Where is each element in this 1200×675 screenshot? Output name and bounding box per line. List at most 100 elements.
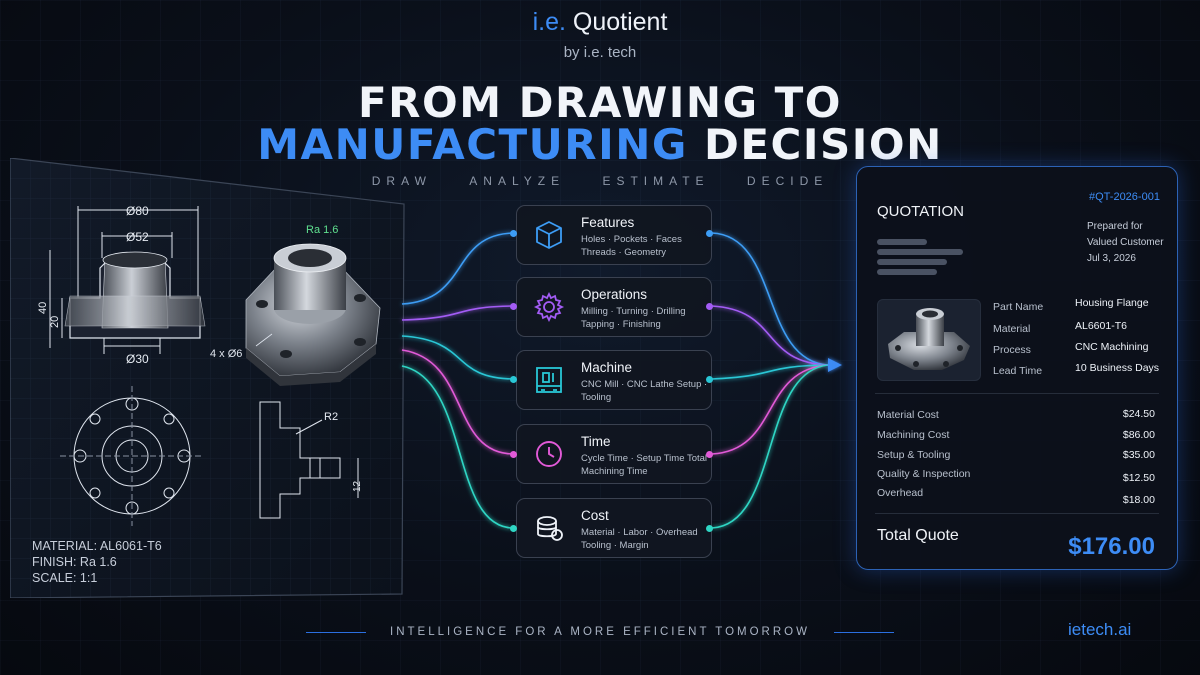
machine-icon [536,367,562,393]
note-finish: FINISH: Ra 1.6 [32,555,117,569]
placeholder-bar [877,269,937,275]
node-dot [510,376,517,383]
placeholder-bar [877,259,947,265]
node-machine-desc: CNC Mill · CNC Lathe Setup · Tooling [581,379,708,403]
step-draw: DRAW [371,174,432,188]
dim-bore: Ø30 [126,352,149,366]
flange-render [245,243,381,386]
cost-label: Overhead [877,487,924,499]
arrow-head-icon [828,358,842,372]
node-dot [706,451,713,458]
node-machine-title: Machine [581,360,633,375]
node-dot [510,303,517,310]
node-time: Time Cycle Time · Setup Time Total Machi… [516,424,712,484]
gear-icon [533,291,565,323]
divider [875,393,1159,394]
website-link[interactable]: ietech.ai [1068,620,1132,639]
surface-finish-label: Ra 1.6 [306,224,339,236]
detail-label: Lead Time [993,365,1043,377]
step-estimate: ESTIMATE [602,174,710,188]
quote-date: Jul 3, 2026 [1087,253,1136,264]
quotation-prepared-for: Prepared for Valued Customer Jul 3, 2026 [1087,219,1164,267]
node-dot [706,230,713,237]
drawing-notes: MATERIAL: AL6061-T6 FINISH: Ra 1.6 SCALE… [32,538,162,586]
detail-value: Housing Flange [1075,297,1149,309]
step-decide: DECIDE [746,174,829,188]
cost-label: Setup & Tooling [877,449,951,461]
node-dot [510,451,517,458]
brand-logo: i.e. Quotient [0,8,1200,37]
node-cost-title: Cost [581,508,609,523]
dim-boss: Ø52 [126,230,149,244]
node-dot [706,525,713,532]
step-analyze: ANALYZE [469,174,566,188]
node-dot [706,303,713,310]
dim-flange: 20 [49,316,61,328]
node-dot [510,525,517,532]
headline-line2: MANUFACTURING DECISION [0,120,1200,169]
holes-callout: 4 x Ø6 [210,348,243,360]
quotation-title: QUOTATION [877,203,964,220]
technical-drawing-panel: Ø80 Ø52 Ø30 40 20 [10,158,410,598]
node-machine: Machine CNC Mill · CNC Lathe Setup · Too… [516,350,712,410]
placeholder-bar [877,239,927,245]
node-operations: Operations Milling · Turning · Drilling … [516,277,712,337]
node-time-title: Time [581,434,611,449]
node-features: Features Holes · Pockets · Faces Threads… [516,205,712,265]
brand-name: Quotient [565,8,668,36]
note-scale: SCALE: 1:1 [32,571,98,585]
drawing-svg: Ø80 Ø52 Ø30 40 20 [10,158,405,598]
footer-line-right [834,632,894,633]
part-thumbnail-icon [888,308,970,370]
cost-label: Material Cost [877,409,939,421]
node-operations-desc: Milling · Turning · Drilling Tapping · F… [581,306,686,330]
placeholder-bar [877,249,963,255]
cost-value: $24.50 [1122,408,1155,420]
footer-line-left [306,632,366,633]
node-cost: Cost Material · Labor · Overhead Tooling… [516,498,712,558]
dim-radius: R2 [324,411,338,423]
prepared-label: Prepared for [1087,221,1143,232]
detail-value: 10 Business Days [1075,362,1160,374]
quotation-number: #QT-2026-001 [1089,191,1160,203]
brand-prefix: i.e. [532,8,566,36]
headline-line1: FROM DRAWING TO [357,78,843,127]
detail-label: Part Name [993,301,1044,313]
cost-value: $86.00 [1122,429,1155,441]
node-operations-title: Operations [581,287,648,302]
cost-value: $18.00 [1122,494,1155,506]
detail-value: CNC Machining [1075,341,1149,353]
detail-label: Process [993,344,1031,356]
dim-step: 12 [352,480,363,492]
node-dot [706,376,713,383]
total-value: $176.00 [1068,533,1155,560]
cost-value: $12.50 [1122,472,1155,484]
clock-icon [536,441,562,467]
node-dot [510,230,517,237]
footer-tagline: INTELLIGENCE FOR A MORE EFFICIENT TOMORR… [390,626,810,638]
cube-icon [536,221,562,249]
cost-label: Machining Cost [877,429,950,441]
process-steps: DRAW ANALYZE ESTIMATE DECIDE [0,174,1200,188]
detail-value: AL6601-T6 [1075,320,1127,332]
node-time-desc: Cycle Time · Setup Time Total Machining … [581,453,708,477]
detail-label: Material [993,323,1031,335]
cost-label: Quality & Inspection [877,468,971,480]
note-material: MATERIAL: AL6061-T6 [32,539,162,553]
part-thumbnail [877,299,981,381]
node-cost-desc: Material · Labor · Overhead Tooling · Ma… [581,527,698,551]
headline-highlight: MANUFACTURING [257,120,688,169]
node-features-title: Features [581,215,635,230]
cost-value: $35.00 [1122,449,1155,461]
customer-name: Valued Customer [1087,237,1164,248]
dim-height: 40 [37,302,49,314]
coins-icon [537,516,563,541]
total-label: Total Quote [877,527,959,544]
brand-byline: by i.e. tech [563,44,637,61]
divider [875,513,1159,514]
quotation-card: QUOTATION #QT-2026-001 Prepared for Valu… [856,166,1178,570]
headline-rest: DECISION [687,120,943,169]
node-features-desc: Holes · Pockets · Faces Threads · Geomet… [581,234,682,258]
dim-od: Ø80 [126,204,149,218]
